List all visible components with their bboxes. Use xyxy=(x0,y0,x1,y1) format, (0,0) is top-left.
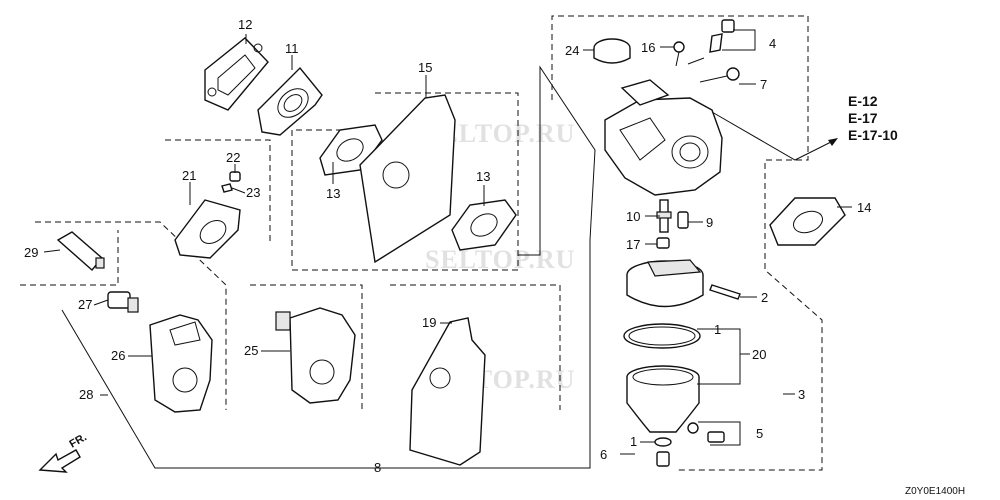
group-frame-main xyxy=(551,15,823,471)
label-2: 2 xyxy=(761,290,768,305)
gasket-13-top xyxy=(319,124,383,176)
pin-2 xyxy=(709,284,741,300)
screw-16 xyxy=(673,41,685,67)
leader-5 xyxy=(698,421,741,446)
carburetor-main xyxy=(604,79,723,196)
ref-arrow-head xyxy=(828,138,838,146)
label-25: 25 xyxy=(244,343,258,358)
gasket-13-bottom xyxy=(451,199,517,251)
label-21: 21 xyxy=(182,168,196,183)
label-27: 27 xyxy=(78,297,92,312)
label-13-bottom: 13 xyxy=(476,169,490,184)
reference-e12: E-12 xyxy=(848,93,878,109)
screw-4 xyxy=(687,19,735,65)
label-15: 15 xyxy=(418,60,432,75)
washer-1-lower xyxy=(654,437,672,447)
drain-screw-5 xyxy=(687,422,725,443)
group-frame-29 xyxy=(20,230,119,286)
carburetor-body-26 xyxy=(149,314,213,413)
label-11: 11 xyxy=(285,41,299,56)
leader-1-upper xyxy=(697,328,741,385)
label-10: 10 xyxy=(626,209,640,224)
label-20: 20 xyxy=(752,347,766,362)
insulator-21 xyxy=(174,199,241,259)
bolt-6 xyxy=(656,451,670,467)
label-4: 4 xyxy=(769,36,776,51)
cap-22 xyxy=(229,171,241,182)
label-23: 23 xyxy=(246,185,260,200)
gasket-19 xyxy=(409,317,486,466)
pin-23 xyxy=(221,183,233,193)
watermark-middle: SELTOP.RU xyxy=(425,245,575,274)
jet-17 xyxy=(656,237,670,249)
front-arrow-icon: FR. xyxy=(38,431,89,473)
gasket-12 xyxy=(204,37,269,111)
label-1-upper: 1 xyxy=(714,322,721,337)
front-marker-label: FR. xyxy=(68,431,89,450)
leader-ref xyxy=(711,111,836,161)
reference-e17-10: E-17-10 xyxy=(848,127,898,143)
label-17: 17 xyxy=(626,237,640,252)
float-valve xyxy=(626,259,704,308)
filter-29 xyxy=(56,231,105,272)
leader-23 xyxy=(231,187,246,194)
o-ring-1-upper xyxy=(623,323,701,349)
label-5: 5 xyxy=(756,426,763,441)
label-14: 14 xyxy=(857,200,871,215)
plate-15 xyxy=(359,94,456,264)
diagram-code: Z0Y0E1400H xyxy=(905,486,965,497)
bracket-8 xyxy=(61,65,596,469)
label-28: 28 xyxy=(79,387,93,402)
label-19: 19 xyxy=(422,315,436,330)
label-13-top: 13 xyxy=(326,186,340,201)
label-6: 6 xyxy=(600,447,607,462)
carburetor-body-25 xyxy=(275,307,356,404)
screw-7 xyxy=(699,67,740,83)
label-1-lower: 1 xyxy=(630,434,637,449)
label-24: 24 xyxy=(565,43,579,58)
solenoid-27 xyxy=(107,291,139,313)
group-frame-15 xyxy=(291,92,519,271)
label-8: 8 xyxy=(374,460,381,475)
label-3: 3 xyxy=(798,387,805,402)
leader-27 xyxy=(93,299,109,306)
label-9: 9 xyxy=(706,215,713,230)
leader-4 xyxy=(722,29,756,51)
group-frame-19 xyxy=(390,284,561,410)
insulator-11 xyxy=(257,66,323,136)
group-frame-25 xyxy=(250,284,363,410)
label-7: 7 xyxy=(760,77,767,92)
label-12: 12 xyxy=(238,17,252,32)
label-29: 29 xyxy=(24,245,38,260)
label-22: 22 xyxy=(226,150,240,165)
label-26: 26 xyxy=(111,348,125,363)
cap-24 xyxy=(593,38,631,64)
jet-9 xyxy=(677,211,689,229)
group-frame-21 xyxy=(165,139,271,245)
leader-29 xyxy=(43,249,61,253)
float-chamber xyxy=(626,365,700,433)
gasket-14 xyxy=(769,197,846,246)
label-16: 16 xyxy=(641,40,655,55)
reference-e17: E-17 xyxy=(848,110,878,126)
